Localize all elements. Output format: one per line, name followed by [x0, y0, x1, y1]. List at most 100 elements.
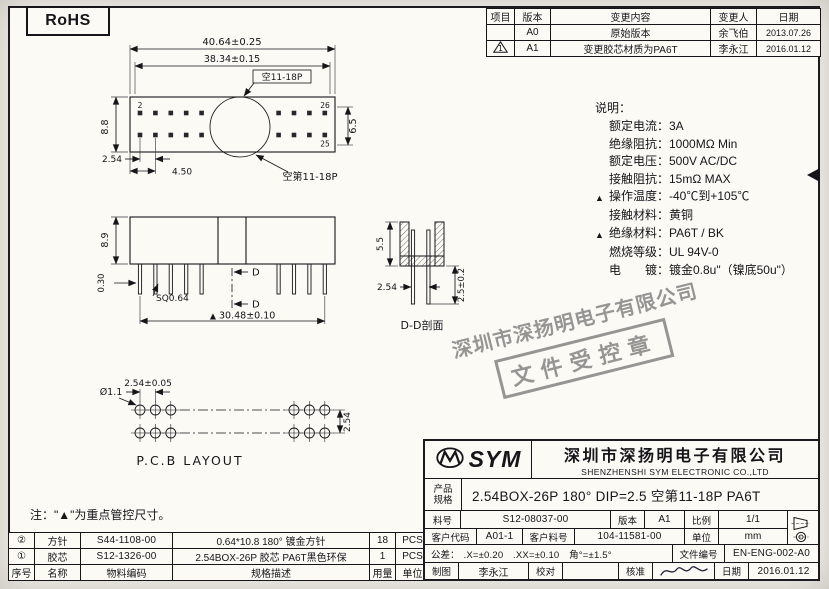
- pin-number-25: 25: [320, 140, 330, 149]
- key-mark: [595, 118, 609, 135]
- company-name-cn: 深圳市深扬明电子有限公司: [563, 448, 786, 465]
- revision-row-a0: A0 原始版本 余飞伯 2013.07.26: [486, 24, 821, 41]
- gap-label-bottom: 空第11-18P: [282, 170, 337, 183]
- dim-row-pitch: 2.54: [343, 412, 353, 432]
- part-number-row: 料号 S12-08037-00 版本 A1 比例 1/1: [425, 511, 787, 529]
- key-dim-mark: ▲: [210, 312, 217, 321]
- dim-body-height: 8.8: [100, 119, 111, 134]
- part-label: 料号: [425, 511, 461, 528]
- bom-row: ① 胶芯 S12-1326-00 2.54BOX-26P 胶芯 PA6T黑色环保…: [8, 548, 430, 565]
- bom-no: ②: [8, 532, 35, 549]
- rev-marker-cell: [486, 24, 515, 41]
- svg-text:1: 1: [498, 44, 503, 53]
- dim-section-pitch: 2.54: [377, 283, 397, 293]
- dimension-lines: [112, 45, 459, 434]
- part-and-customer-rows: 料号 S12-08037-00 版本 A1 比例 1/1 客户代码 A01-1 …: [425, 510, 818, 544]
- customer-row: 客户代码 A01-1 客户料号 104-11581-00 单位 mm: [425, 529, 787, 544]
- customer-code-value: A01-1: [477, 529, 523, 544]
- pin-number-2: 2: [138, 101, 143, 110]
- dim-hole-pitch: 2.54±0.05: [124, 379, 172, 389]
- bom-header-row: 序号 名称 物料编码 规格描述 用量 单位: [8, 564, 430, 581]
- spec-notes-title: 说明：: [595, 101, 632, 115]
- bom-qty: 1: [369, 548, 396, 565]
- file-number-value: EN-ENG-002-A0: [732, 548, 811, 559]
- bom-desc: 0.64*10.8 180° 镀金方针: [172, 532, 370, 549]
- key-mark: ▲: [595, 229, 604, 240]
- key-mark: ▲: [595, 193, 604, 204]
- key-mark: [595, 207, 609, 224]
- version-label: 版本: [611, 511, 645, 528]
- key-mark: [595, 171, 609, 188]
- spec-line: 接触材料：黄铜: [595, 207, 821, 224]
- drawing-sheet: RoHS 项目 版本 变更内容 变更人 日期 A0 原始版本 余飞伯 2013.…: [8, 6, 821, 581]
- dim-pitch: 2.54: [102, 155, 122, 165]
- part-number: S12-08037-00: [461, 511, 611, 528]
- rev-version: A0: [514, 24, 551, 41]
- tolerance-cell: 公差： .X=±0.20 .XX=±0.10 角°=±1.5°: [425, 545, 673, 562]
- pin-size-label: SQ0.64: [156, 294, 189, 304]
- rev-by: 余飞伯: [710, 24, 757, 41]
- drawn-by-label: 制图: [425, 563, 459, 579]
- pcb-holes: [130, 400, 335, 443]
- bom-table: ② 方针 S44-1108-00 0.64*10.8 180° 镀金方针 18 …: [8, 532, 430, 581]
- dim-side-height: 8.9: [100, 232, 111, 247]
- scale-label: 比例: [685, 511, 719, 528]
- unit-label: 单位: [685, 529, 719, 544]
- title-block: SYM 深圳市深扬明电子有限公司 SHENZHENSHI SYM ELECTRO…: [423, 439, 820, 581]
- file-number-label: 文件编号: [673, 545, 725, 562]
- spec-line: 绝缘阻抗：1000MΩ Min: [595, 136, 821, 153]
- section-view-title: D-D剖面: [401, 318, 444, 332]
- product-spec-row: 产品 规格 2.54BOX-26P 180° DIP=2.5 空第11-18P …: [425, 478, 818, 510]
- spec-notes: 说明： 额定电流：3A 绝缘阻抗：1000MΩ Min 额定电压：500V AC…: [595, 100, 821, 279]
- key-mark: [595, 153, 609, 170]
- engineering-drawing: 40.64±0.25 38.34±0.15 空11-18P 8.8 6.5 2 …: [97, 37, 467, 468]
- company-header: SYM 深圳市深扬明电子有限公司 SHENZHENSHI SYM ELECTRO…: [425, 441, 818, 478]
- rohs-badge: RoHS: [26, 6, 110, 36]
- revision-triangle-icon: 1: [492, 41, 509, 53]
- section-letter-top: D: [252, 268, 260, 279]
- date-value: 2016.01.12: [757, 565, 810, 577]
- tolerance-row: 公差： .X=±0.20 .XX=±0.10 角°=±1.5° 文件编号 EN-…: [425, 544, 818, 562]
- bom-row: ② 方针 S44-1108-00 0.64*10.8 180° 镀金方针 18 …: [8, 532, 430, 549]
- customer-part-label: 客户料号: [523, 529, 575, 544]
- top-view-pins: [137, 110, 328, 138]
- spec-line: ▲绝缘材料：PA6T / BK: [595, 225, 821, 244]
- dim-overall-width: 40.64±0.25: [202, 37, 261, 48]
- dim-pin-length: 2.5±0.2: [457, 268, 467, 302]
- bom-header-name: 名称: [34, 564, 81, 581]
- projection-symbol-cell: [787, 511, 818, 544]
- scale-value: 1/1: [746, 514, 760, 525]
- company-logo: SYM: [425, 441, 532, 478]
- rev-header-item: 项目: [486, 8, 515, 25]
- bom-header-no: 序号: [8, 564, 35, 581]
- approved-by-value: [653, 563, 715, 579]
- rohs-label: RoHS: [45, 12, 91, 29]
- company-name-en: SHENZHENSHI SYM ELECTRONIC CO.,LTD: [581, 467, 769, 477]
- drawn-by-value: 李永江: [459, 563, 529, 579]
- bom-code: S12-1326-00: [80, 548, 173, 565]
- rev-by: 李永江: [710, 40, 757, 57]
- rev-header-by: 变更人: [710, 8, 757, 25]
- bom-desc: 2.54BOX-26P 胶芯 PA6T黑色环保: [172, 548, 370, 565]
- dim-pin-row-span: 30.48±0.10: [219, 311, 275, 322]
- dim-standoff: 0.30: [97, 274, 107, 293]
- section-letter-bottom: D: [252, 300, 260, 311]
- rev-date: 2016.01.12: [756, 40, 821, 57]
- spec-line: 燃烧等级：UL 94V-0: [595, 244, 821, 261]
- spec-line: 电 镀：镀金0.8u"（镍底50u"）: [595, 262, 821, 279]
- key-mark: [595, 244, 609, 261]
- company-names: 深圳市深扬明电子有限公司 SHENZHENSHI SYM ELECTRONIC …: [532, 441, 818, 478]
- gap-label-top: 空11-18P: [262, 71, 303, 83]
- top-view-outline: [129, 69, 336, 158]
- tolerance-value: .X=±0.20 .XX=±0.10 角°=±1.5°: [463, 549, 612, 561]
- rev-marker-cell: 1: [486, 40, 515, 57]
- dim-pin-span: 38.34±0.15: [204, 54, 260, 65]
- date-label: 日期: [715, 563, 749, 579]
- stamp-title: 文件受控章: [493, 317, 675, 400]
- dim-right-height: 6.5: [348, 118, 359, 133]
- bom-no: ①: [8, 548, 35, 565]
- checked-by-value: [563, 563, 619, 579]
- approved-by-label: 核准: [619, 563, 653, 579]
- logo-text: SYM: [468, 446, 522, 472]
